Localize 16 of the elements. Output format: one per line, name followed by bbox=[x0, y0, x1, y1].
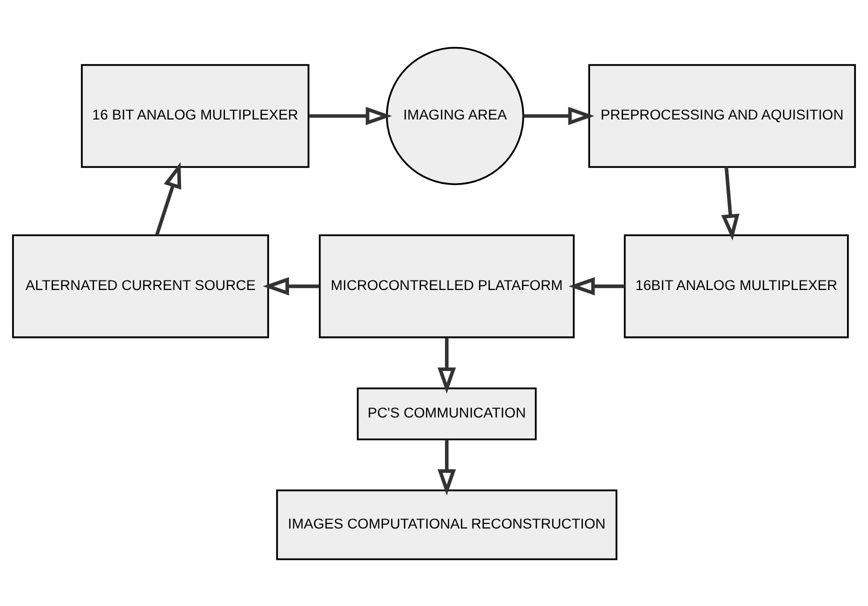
node-box: MICROCONTRELLED PLATAFORM bbox=[318, 234, 575, 338]
arrow bbox=[438, 439, 456, 495]
node-box: 16BIT ANALOG MULTIPLEXER bbox=[624, 234, 849, 338]
node-box: IMAGES COMPUTATIONAL RECONSTRUCTION bbox=[276, 489, 618, 560]
arrow bbox=[523, 106, 594, 125]
arrow bbox=[308, 106, 392, 125]
node-box: 16 BIT ANALOG MULTIPLEXER bbox=[80, 64, 310, 168]
arrow bbox=[568, 276, 625, 295]
node-box: PREPROCESSING AND AQUISITION bbox=[588, 64, 856, 168]
arrow bbox=[721, 166, 740, 240]
node-box: ALTERNATED CURRENT SOURCE bbox=[12, 234, 270, 338]
node-circle: IMAGING AREA bbox=[386, 46, 524, 185]
arrow bbox=[262, 276, 320, 295]
arrow bbox=[438, 337, 456, 394]
arrow bbox=[155, 161, 182, 236]
node-box: PC'S COMMUNICATION bbox=[356, 386, 537, 440]
